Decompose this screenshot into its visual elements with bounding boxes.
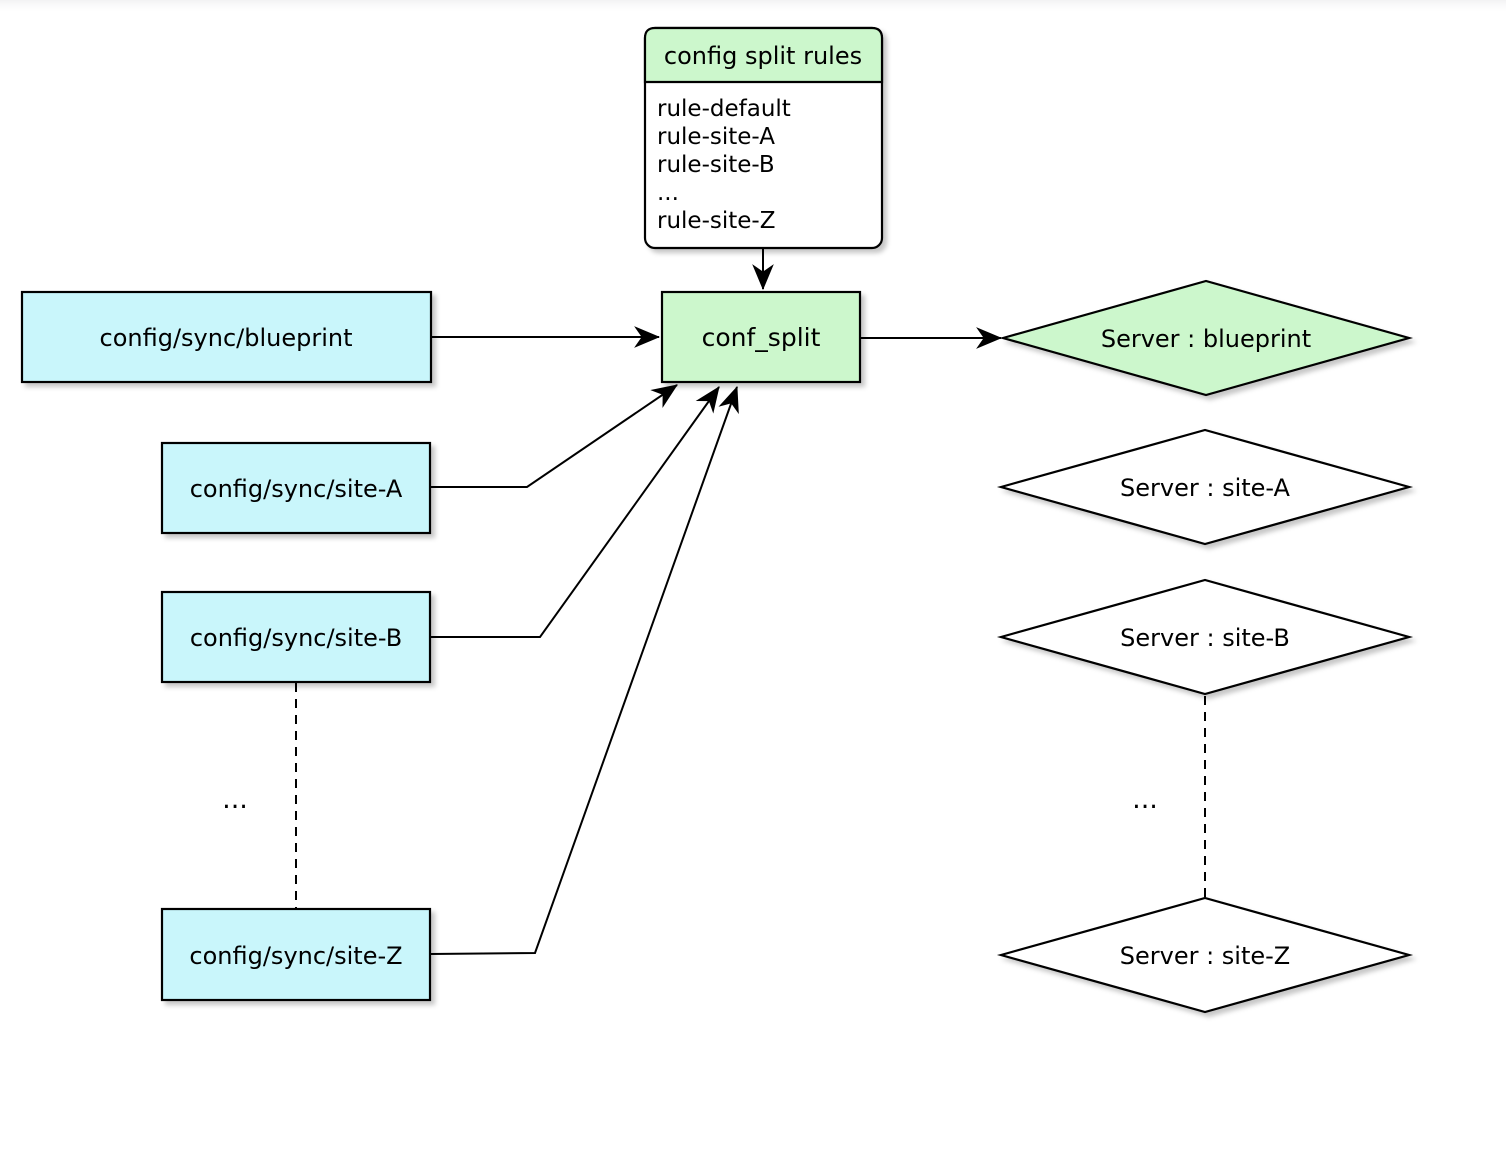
- rules-note-header: [643, 26, 884, 84]
- server-diamond-site-z-label: Server : site-Z: [1120, 942, 1291, 970]
- server-diamond-site-a: Server : site-A: [996, 428, 1414, 546]
- page-top-edge: [0, 0, 1506, 14]
- rule-item: rule-site-Z: [657, 208, 775, 234]
- server-diamond-site-b: Server : site-B: [996, 578, 1414, 696]
- ellipsis-left: ...: [222, 784, 248, 815]
- source-box-site-a-rect: [160, 441, 432, 535]
- server-diamond-site-z-shape: [996, 896, 1414, 1014]
- rule-item: rule-site-A: [657, 124, 775, 150]
- rule-item: rule-site-B: [657, 152, 775, 178]
- source-box-site-z-rect: [160, 907, 432, 1002]
- source-box-site-a: config/sync/site-A: [160, 441, 432, 535]
- source-box-site-z-label: config/sync/site-Z: [189, 942, 402, 970]
- server-diamond-blueprint-shape: [998, 279, 1414, 397]
- source-box-blueprint: config/sync/blueprint: [20, 290, 433, 384]
- server-diamond-site-a-shape: [996, 428, 1414, 546]
- ellipsis-right: ...: [1132, 784, 1158, 815]
- source-box-site-b-label: config/sync/site-B: [190, 624, 402, 652]
- rule-item-ellipsis: ...: [657, 180, 679, 206]
- server-diamond-site-a-label: Server : site-A: [1120, 474, 1291, 502]
- server-diamond-site-b-shape: [996, 578, 1414, 696]
- server-diamond-blueprint: Server : blueprint: [998, 279, 1414, 397]
- source-box-site-a-label: config/sync/site-A: [190, 475, 403, 503]
- arrow-site-a-to-confsplit: [430, 384, 678, 488]
- process-box-confsplit-rect: [660, 290, 862, 384]
- source-box-blueprint-label: config/sync/blueprint: [100, 324, 353, 352]
- process-box-confsplit-label: conf_split: [702, 323, 821, 352]
- rules-note: config split rules rule-default rule-sit…: [643, 26, 884, 250]
- arrow-site-b-to-confsplit: [430, 386, 720, 638]
- rule-item: rule-default: [657, 96, 791, 122]
- source-box-site-b-rect: [160, 590, 432, 684]
- source-box-site-b: config/sync/site-B: [160, 590, 432, 684]
- source-box-site-z: config/sync/site-Z: [160, 907, 432, 1002]
- server-diamond-site-b-label: Server : site-B: [1120, 624, 1290, 652]
- rules-note-title: config split rules: [664, 42, 862, 70]
- server-diamond-blueprint-label: Server : blueprint: [1101, 325, 1311, 353]
- process-box-confsplit: conf_split: [660, 290, 862, 384]
- source-box-blueprint-rect: [20, 290, 433, 384]
- server-diamond-site-z: Server : site-Z: [996, 896, 1414, 1014]
- arrow-site-z-to-confsplit: [429, 385, 739, 955]
